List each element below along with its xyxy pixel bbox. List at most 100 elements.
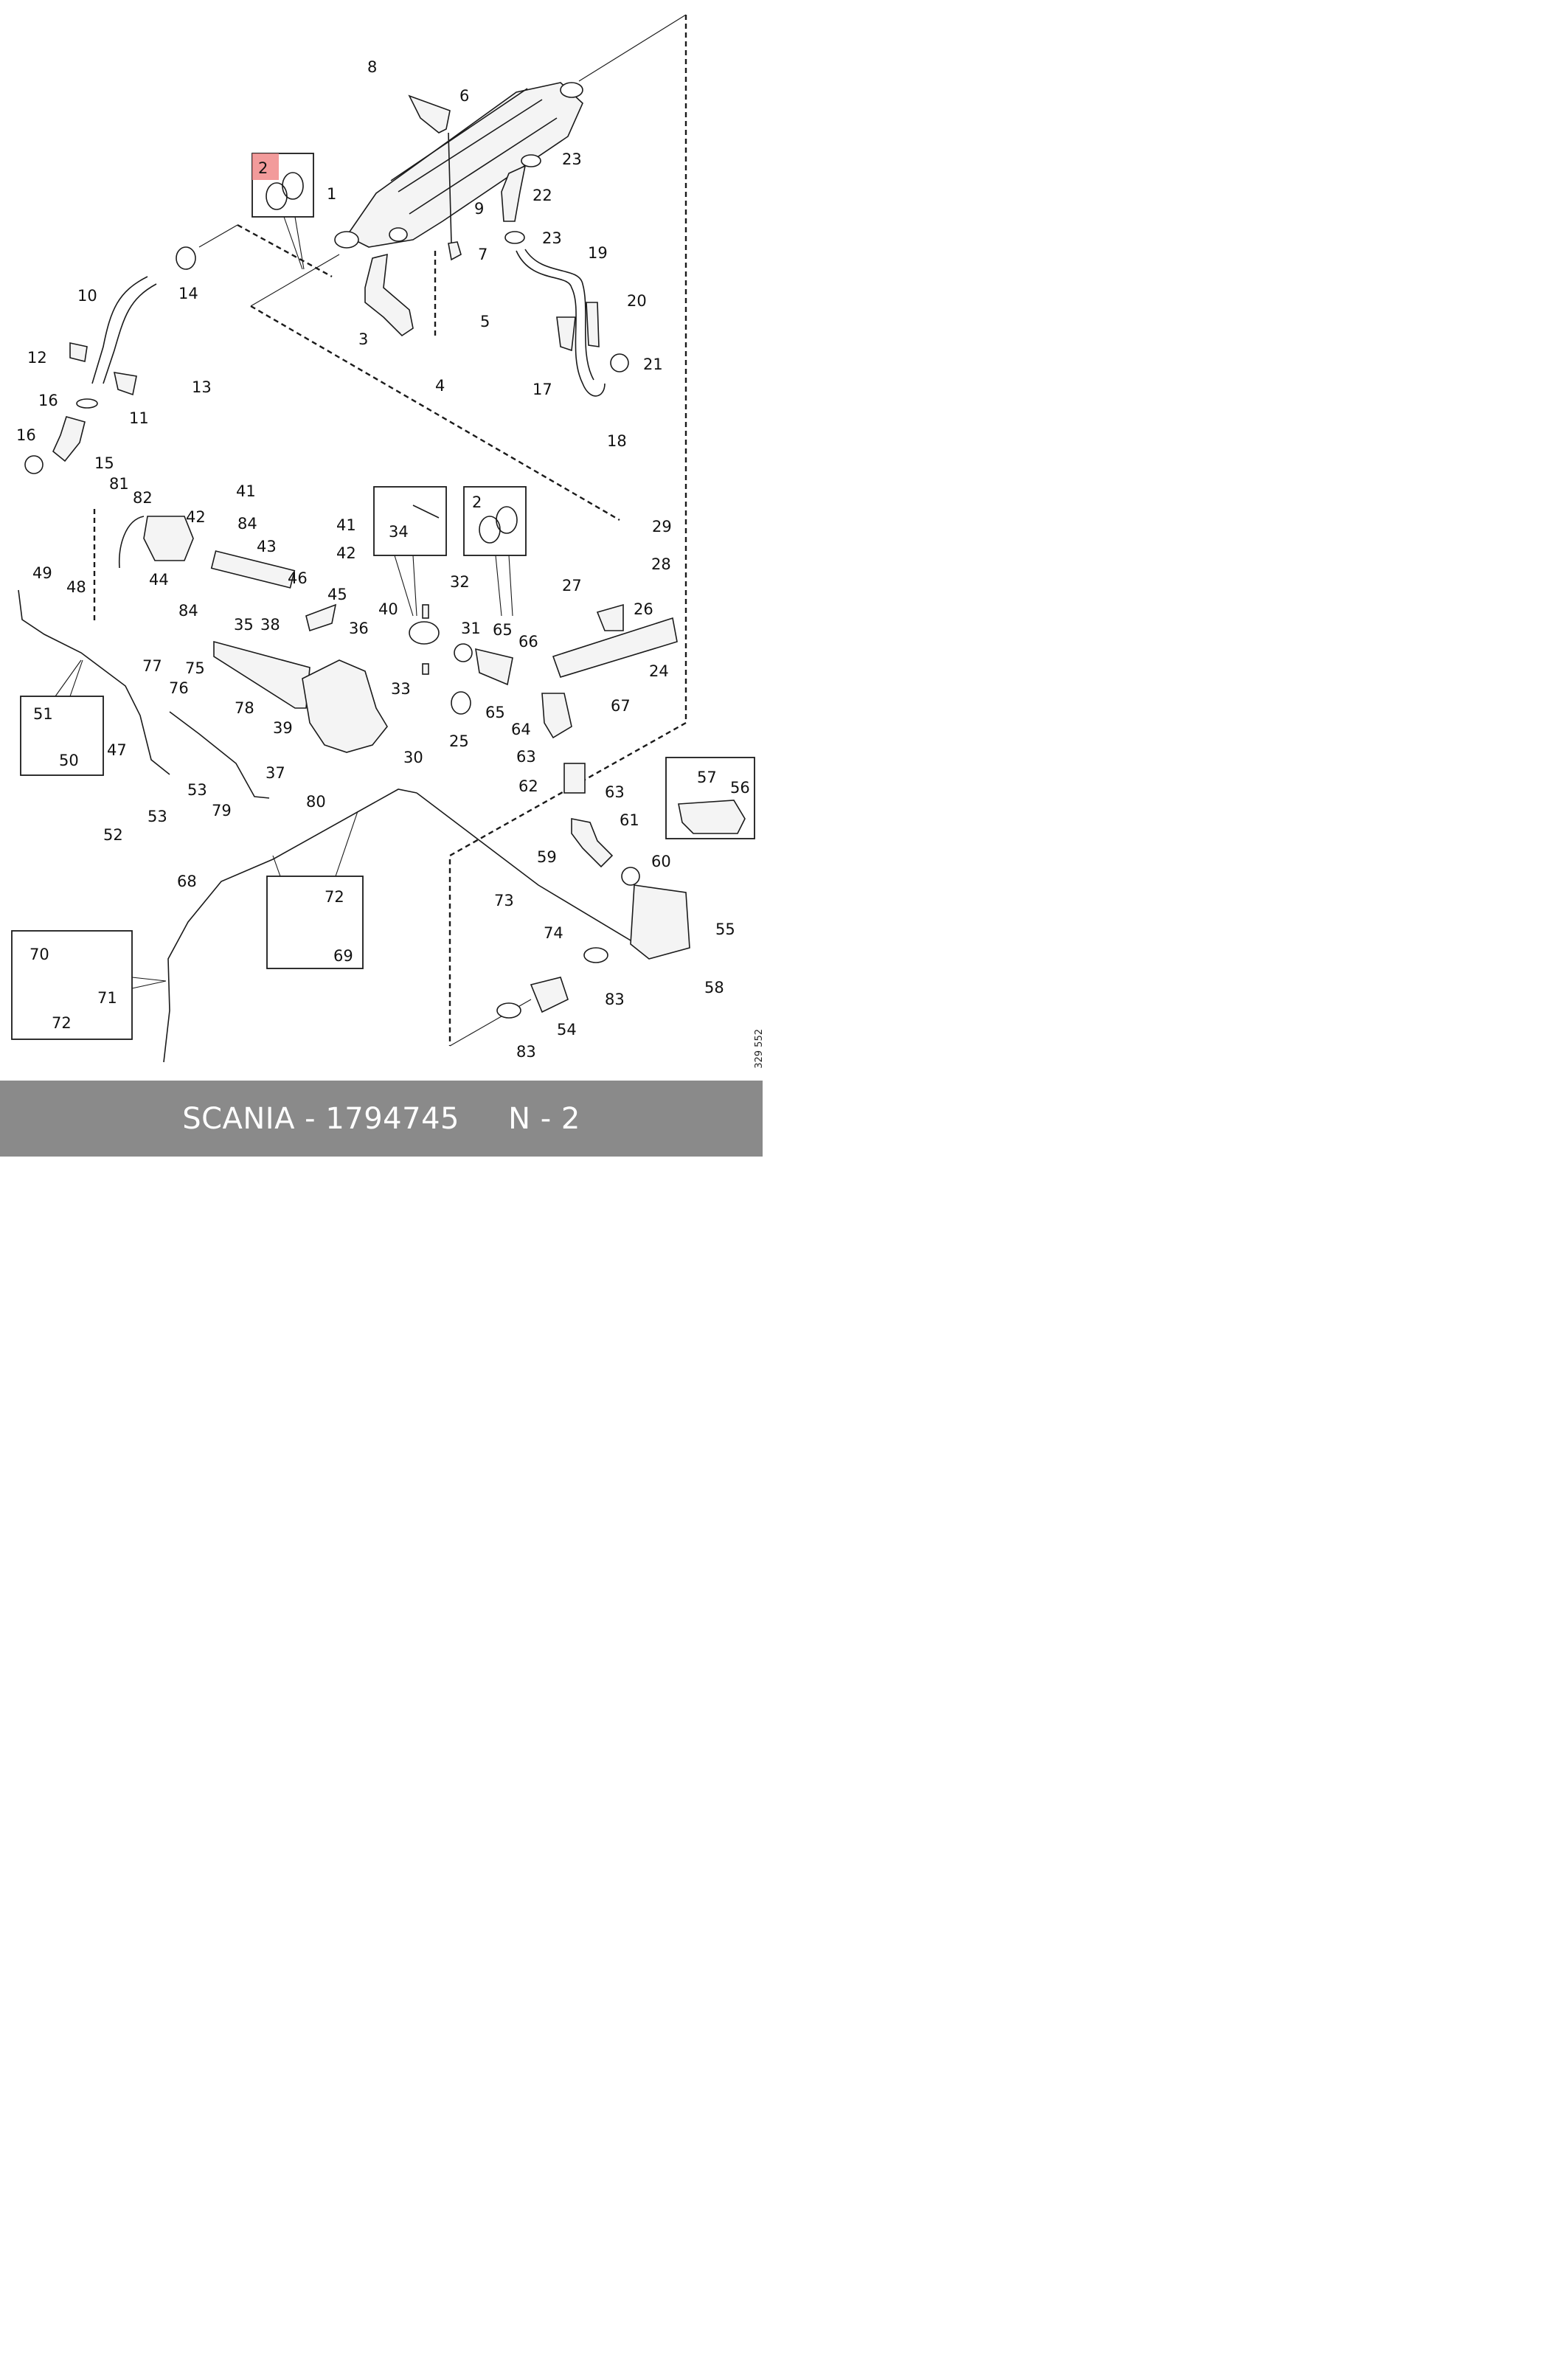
callout-16a: 16 bbox=[38, 392, 58, 409]
callout-55: 55 bbox=[715, 921, 735, 938]
callout-65b: 65 bbox=[485, 704, 505, 721]
callout-79: 79 bbox=[212, 802, 232, 819]
callout-32: 32 bbox=[450, 573, 470, 591]
callout-31: 31 bbox=[461, 620, 481, 637]
callout-19: 19 bbox=[588, 244, 608, 262]
callout-57: 57 bbox=[697, 769, 717, 786]
footer-separator: - bbox=[294, 1101, 326, 1136]
callout-4: 4 bbox=[435, 377, 445, 395]
callout-5: 5 bbox=[480, 313, 490, 330]
callout-44: 44 bbox=[149, 571, 169, 589]
callout-40: 40 bbox=[378, 600, 398, 618]
callout-59: 59 bbox=[537, 848, 557, 866]
callout-68: 68 bbox=[177, 873, 197, 890]
callout-63a: 63 bbox=[516, 748, 536, 766]
callout-78: 78 bbox=[235, 699, 254, 717]
callout-39: 39 bbox=[273, 719, 293, 737]
footer-part-number: 1794745 bbox=[325, 1101, 459, 1136]
coolant-pipes-left bbox=[24, 246, 196, 474]
callout-80: 80 bbox=[306, 793, 326, 811]
callout-72a: 72 bbox=[325, 888, 344, 906]
callout-45: 45 bbox=[327, 586, 347, 603]
callout-76: 76 bbox=[169, 679, 189, 697]
callout-77: 77 bbox=[142, 657, 162, 675]
callout-81: 81 bbox=[109, 475, 129, 493]
callout-70: 70 bbox=[30, 946, 49, 963]
callout-47: 47 bbox=[107, 741, 127, 759]
callout-42b: 42 bbox=[336, 544, 356, 562]
callout-52: 52 bbox=[103, 826, 123, 844]
callout-20: 20 bbox=[627, 292, 647, 310]
callout-22: 22 bbox=[533, 187, 552, 204]
callout-49: 49 bbox=[32, 564, 52, 582]
brackets-upper bbox=[364, 94, 462, 337]
callout-64: 64 bbox=[511, 721, 531, 738]
egr-valve-assembly bbox=[118, 516, 678, 753]
callout-54: 54 bbox=[557, 1021, 577, 1039]
callout-8: 8 bbox=[367, 58, 377, 76]
callout-51: 51 bbox=[33, 705, 53, 723]
egr-cooler bbox=[334, 82, 583, 249]
callout-23b: 23 bbox=[542, 229, 562, 247]
callout-6: 6 bbox=[459, 87, 469, 105]
callout-26: 26 bbox=[634, 600, 653, 618]
callout-12: 12 bbox=[27, 349, 47, 367]
coolant-pipes-upper-right bbox=[501, 154, 629, 397]
callout-10: 10 bbox=[77, 287, 97, 305]
callout-11: 11 bbox=[129, 409, 149, 427]
footer-page-code: N - 2 bbox=[508, 1101, 580, 1136]
callout-60: 60 bbox=[651, 853, 671, 870]
pipes-lower bbox=[18, 589, 631, 1063]
callout-36: 36 bbox=[349, 620, 369, 637]
callout-53b: 53 bbox=[148, 808, 167, 825]
callout-53a: 53 bbox=[187, 781, 207, 799]
callout-63b: 63 bbox=[605, 783, 625, 801]
callout-3: 3 bbox=[358, 330, 368, 348]
footer-gap bbox=[459, 1102, 508, 1136]
callout-1: 1 bbox=[327, 185, 336, 203]
footer-bar: SCANIA - 1794745 N - 2 bbox=[0, 1081, 763, 1157]
callout-labels: 1 2 3 4 5 6 7 8 9 10 11 12 13 14 15 16 1… bbox=[16, 58, 750, 1061]
callout-28: 28 bbox=[651, 555, 671, 573]
callout-41b: 41 bbox=[336, 516, 356, 534]
callout-17: 17 bbox=[533, 381, 552, 398]
callout-14: 14 bbox=[178, 285, 198, 302]
oring-kit-box-top bbox=[251, 153, 314, 270]
callout-27: 27 bbox=[562, 577, 582, 594]
callout-boxes-lower bbox=[11, 659, 364, 1040]
callout-69: 69 bbox=[333, 947, 353, 965]
callout-48: 48 bbox=[66, 578, 86, 596]
callout-82: 82 bbox=[133, 489, 153, 507]
callout-83b: 83 bbox=[516, 1043, 536, 1061]
callout-67: 67 bbox=[611, 697, 631, 715]
callout-75: 75 bbox=[185, 659, 205, 677]
callout-34: 34 bbox=[389, 523, 409, 541]
callout-18: 18 bbox=[607, 432, 627, 450]
callout-56: 56 bbox=[730, 779, 750, 797]
callout-84a: 84 bbox=[237, 515, 257, 533]
callout-50: 50 bbox=[59, 752, 79, 769]
callout-35: 35 bbox=[234, 616, 254, 634]
callout-84b: 84 bbox=[178, 602, 198, 620]
callout-13: 13 bbox=[192, 378, 212, 396]
callout-25: 25 bbox=[449, 732, 469, 750]
callout-2: 2 bbox=[258, 159, 268, 177]
callout-41a: 41 bbox=[236, 482, 256, 500]
callout-42a: 42 bbox=[186, 508, 206, 526]
callout-16b: 16 bbox=[16, 426, 36, 444]
exploded-parts-diagram: 1 2 3 4 5 6 7 8 9 10 11 12 13 14 15 16 1… bbox=[11, 14, 755, 1063]
callout-9: 9 bbox=[474, 200, 484, 218]
callout-73: 73 bbox=[494, 892, 514, 909]
callout-38: 38 bbox=[260, 616, 280, 634]
callout-7: 7 bbox=[478, 246, 488, 263]
callout-2-box: 2 bbox=[472, 493, 482, 511]
callout-21: 21 bbox=[643, 356, 663, 373]
callout-33: 33 bbox=[391, 680, 411, 698]
callout-74: 74 bbox=[544, 924, 563, 942]
callout-61: 61 bbox=[620, 811, 639, 829]
callout-30: 30 bbox=[403, 749, 423, 766]
callout-24: 24 bbox=[649, 662, 669, 680]
callout-43: 43 bbox=[257, 538, 277, 555]
callout-46: 46 bbox=[288, 569, 308, 587]
callout-37: 37 bbox=[266, 764, 285, 782]
